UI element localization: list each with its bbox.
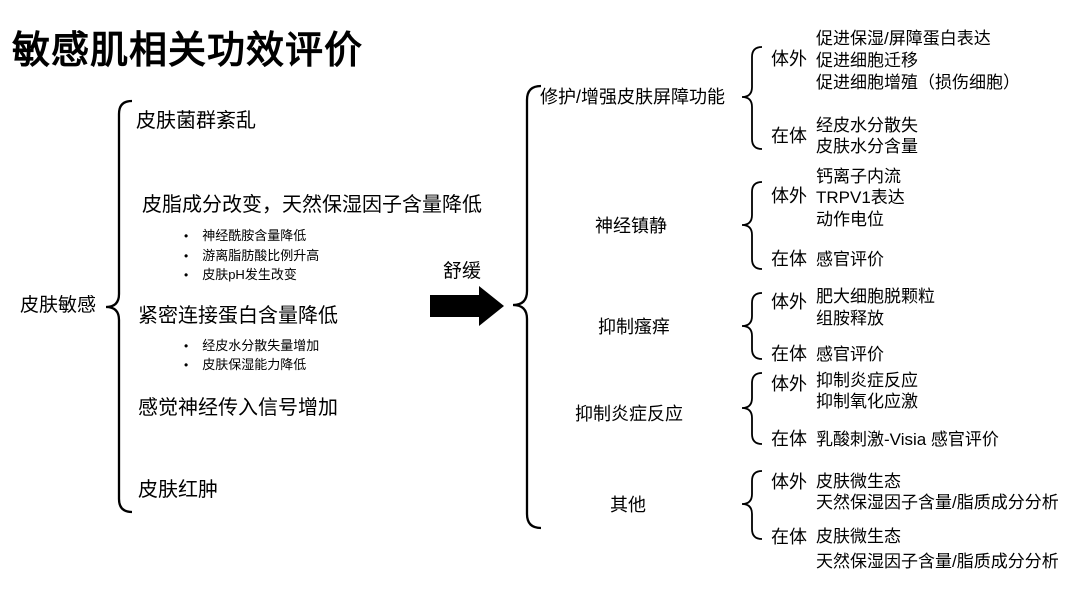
cause-subitem-label: 皮肤pH发生改变: [202, 267, 297, 282]
method-item: 皮肤微生态: [816, 527, 901, 546]
cause-subitem-label: 皮肤保湿能力降低: [202, 357, 307, 372]
in-vivo-label: 在体: [771, 527, 807, 547]
method-item: 天然保湿因子含量/脂质成分分析: [816, 493, 1059, 512]
method-item: 乳酸刺激-Visia 感官评价: [816, 430, 999, 449]
method-item: 经皮水分散失: [816, 116, 918, 135]
in-vitro-label: 体外: [771, 374, 807, 394]
category-label-itch: 抑制瘙痒: [598, 317, 670, 337]
method-item: 促进细胞增殖（损伤细胞）: [816, 73, 1020, 92]
method-item: 天然保湿因子含量/脂质成分分析: [816, 552, 1059, 571]
page-title: 敏感肌相关功效评价: [12, 30, 364, 72]
cause-subitem: • 皮肤保湿能力降低: [184, 357, 307, 373]
cause-subitem: • 神经酰胺含量降低: [184, 228, 307, 244]
root-label: 皮肤敏感: [20, 295, 97, 316]
cause-subitem-label: 游离脂肪酸比例升高: [202, 248, 320, 263]
cause-item: 感觉神经传入信号增加: [138, 397, 338, 419]
method-item: 钙离子内流: [816, 167, 901, 186]
category-brace-nerve: [741, 181, 763, 270]
in-vivo-label: 在体: [771, 429, 807, 449]
method-item: 感官评价: [816, 345, 884, 364]
method-item: 感官评价: [816, 250, 884, 269]
in-vitro-label: 体外: [771, 49, 807, 69]
category-brace-itch: [741, 292, 763, 360]
left-brace: [105, 99, 133, 514]
soothe-arrow-icon: [430, 286, 504, 326]
cause-subitem-label: 经皮水分散失量增加: [202, 338, 320, 353]
cause-item: 皮肤红肿: [138, 479, 218, 501]
method-item: 皮肤水分含量: [816, 137, 918, 156]
cause-subitem: • 经皮水分散失量增加: [184, 338, 320, 354]
bullet-icon: •: [184, 358, 189, 372]
bullet-icon: •: [184, 339, 189, 353]
in-vivo-label: 在体: [771, 126, 807, 146]
main-brace: [512, 84, 542, 530]
in-vivo-label: 在体: [771, 344, 807, 364]
bullet-icon: •: [184, 268, 189, 282]
cause-subitem-label: 神经酰胺含量降低: [202, 228, 307, 243]
in-vivo-label: 在体: [771, 249, 807, 269]
category-brace-inflammation: [741, 372, 763, 445]
category-label-nerve: 神经镇静: [595, 216, 667, 236]
category-brace-barrier: [741, 46, 763, 150]
bullet-icon: •: [184, 249, 189, 263]
category-label-barrier: 修护/增强皮肤屏障功能: [540, 87, 725, 107]
cause-item: 紧密连接蛋白含量降低: [138, 305, 338, 327]
method-item: 促进细胞迁移: [816, 51, 918, 70]
method-item: 肥大细胞脱颗粒: [816, 287, 935, 306]
method-item: TRPV1表达: [816, 188, 905, 207]
method-item: 组胺释放: [816, 309, 884, 328]
cause-item: 皮脂成分改变，天然保湿因子含量降低: [142, 194, 482, 216]
cause-subitem: • 游离脂肪酸比例升高: [184, 248, 320, 264]
method-item: 促进保湿/屏障蛋白表达: [816, 29, 991, 48]
category-label-inflammation: 抑制炎症反应: [575, 404, 683, 424]
method-item: 动作电位: [816, 210, 884, 229]
method-item: 抑制炎症反应: [816, 371, 918, 390]
category-brace-other: [741, 470, 763, 540]
method-item: 抑制氧化应激: [816, 392, 918, 411]
cause-item: 皮肤菌群紊乱: [136, 110, 256, 132]
cause-subitem: • 皮肤pH发生改变: [184, 267, 297, 283]
in-vitro-label: 体外: [771, 186, 807, 206]
in-vitro-label: 体外: [771, 472, 807, 492]
in-vitro-label: 体外: [771, 292, 807, 312]
soothe-label: 舒缓: [443, 261, 482, 282]
bullet-icon: •: [184, 229, 189, 243]
method-item: 皮肤微生态: [816, 472, 901, 491]
category-label-other: 其他: [610, 495, 646, 515]
